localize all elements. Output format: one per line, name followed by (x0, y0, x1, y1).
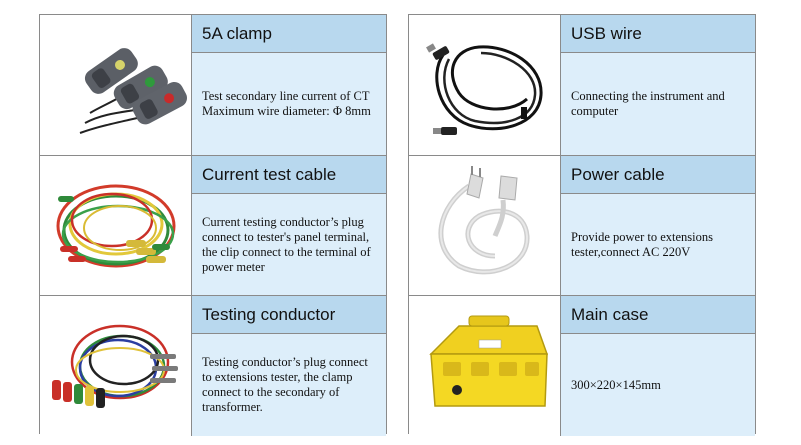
item-title: Power cable (561, 156, 755, 194)
accessory-table-right: USB wire Connecting the instrument and c… (408, 14, 756, 436)
item-description: Provide power to extensions tester,conne… (561, 194, 755, 296)
item-description: 300×220×145mm (561, 334, 755, 436)
accessory-row: Power cable Provide power to extensions … (409, 155, 755, 296)
item-description: Testing conductor’s plug connect to exte… (192, 334, 386, 436)
usb-wire-icon (409, 15, 561, 155)
test-cable-icon (40, 156, 192, 296)
item-title: Testing conductor (192, 296, 386, 334)
accessory-row: Current test cable Current testing condu… (40, 155, 386, 296)
accessory-row: USB wire Connecting the instrument and c… (409, 15, 755, 155)
item-title: USB wire (561, 15, 755, 53)
main-case-icon (409, 296, 561, 436)
accessory-table-left: 5A clamp Test secondary line current of … (39, 14, 387, 436)
item-description: Current testing conductor’s plug connect… (192, 194, 386, 296)
accessory-row: 5A clamp Test secondary line current of … (40, 15, 386, 155)
item-title: 5A clamp (192, 15, 386, 53)
item-title: Current test cable (192, 156, 386, 194)
power-cable-icon (409, 156, 561, 296)
clamp-icon (40, 15, 192, 155)
accessory-row: Main case 300×220×145mm (409, 295, 755, 436)
accessory-row: Testing conductor Testing conductor’s pl… (40, 295, 386, 436)
item-description: Test secondary line current of CT Maximu… (192, 53, 386, 155)
item-title: Main case (561, 296, 755, 334)
item-description: Connecting the instrument and computer (561, 53, 755, 155)
testing-conductor-icon (40, 296, 192, 436)
